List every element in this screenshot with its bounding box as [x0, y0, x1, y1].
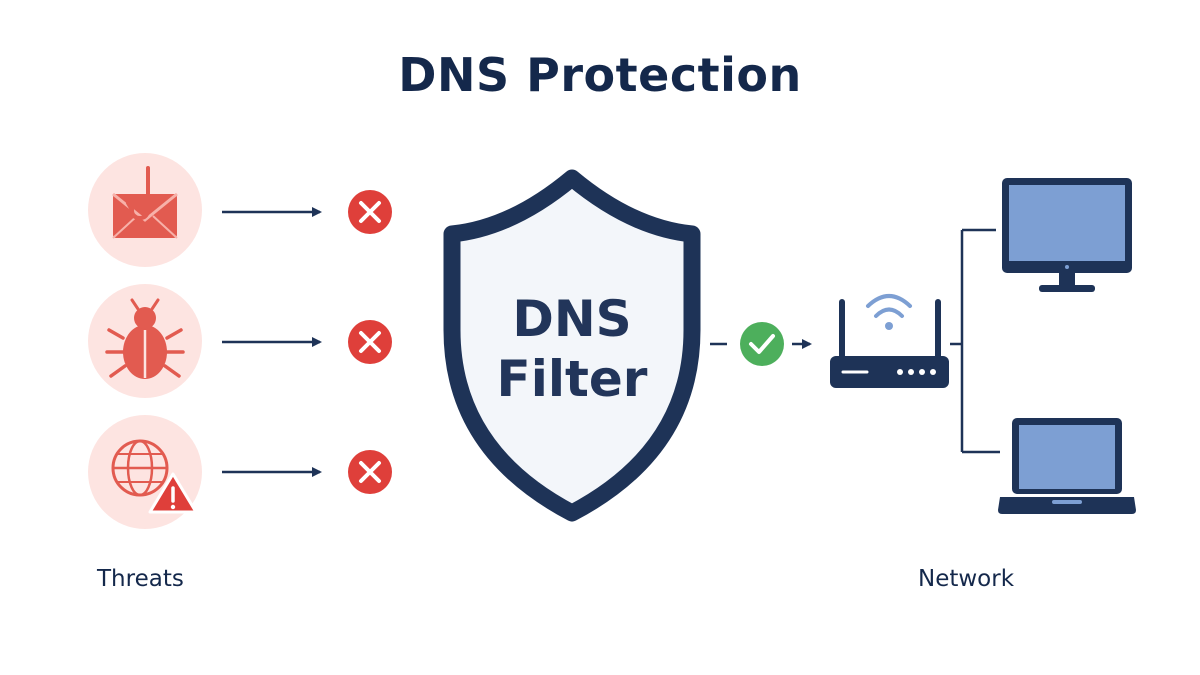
shield-label-line1: DNS [512, 290, 631, 348]
malicious-website-icon [88, 415, 202, 529]
diagram-title: DNS Protection [398, 48, 802, 102]
desktop-monitor-icon [1002, 178, 1132, 292]
blocked-icon [348, 190, 392, 234]
shield-icon [443, 169, 701, 522]
wifi-router-icon [830, 294, 949, 388]
blocked-icon [348, 450, 392, 494]
laptop-icon [998, 418, 1136, 514]
shield-label-line2: Filter [497, 350, 648, 408]
network-branch-connector [950, 228, 1000, 454]
blocked-icon [348, 320, 392, 364]
threats-label: Threats [97, 566, 184, 592]
network-label: Network [918, 566, 1015, 592]
allowed-check-icon [740, 322, 784, 366]
malware-bug-icon [88, 284, 202, 398]
phishing-email-icon [88, 153, 202, 267]
